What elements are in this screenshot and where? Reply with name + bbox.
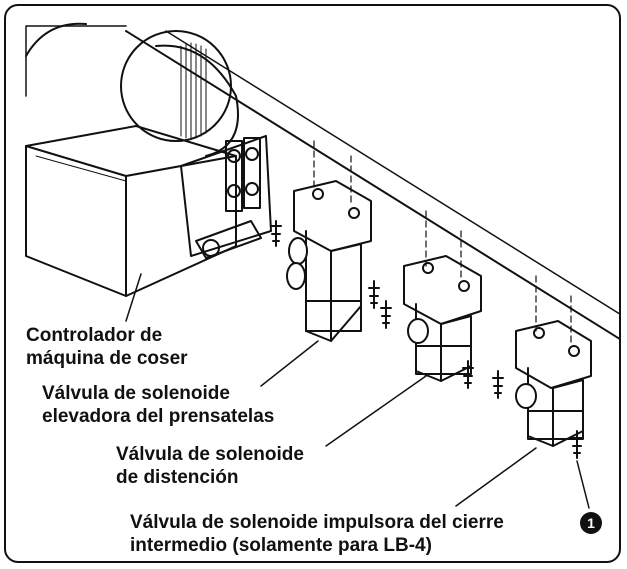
tension-valve-label-line1: Válvula de solenoide bbox=[116, 444, 304, 465]
mounting-plate bbox=[125, 30, 619, 340]
controller-label: Controlador de máquina de coser bbox=[26, 324, 188, 370]
intermediate-valve-label: Válvula de solenoide impulsora del cierr… bbox=[130, 511, 504, 557]
lifter-solenoid-valve-icon bbox=[286, 140, 372, 342]
intermediate-solenoid-valve-icon bbox=[515, 275, 592, 447]
screw-icon bbox=[380, 300, 474, 389]
callout-marker: 1 bbox=[580, 512, 602, 534]
lifter-valve-label: Válvula de solenoide elevadora del prens… bbox=[42, 382, 274, 428]
lifter-valve-label-line2: elevadora del prensatelas bbox=[42, 406, 275, 427]
intermediate-valve-label-line1: Válvula de solenoide impulsora del cierr… bbox=[130, 512, 504, 533]
tension-solenoid-valve-icon bbox=[403, 210, 482, 382]
diagram-frame: Controlador de máquina de coser Válvula … bbox=[4, 4, 621, 563]
sewing-machine-controller-icon bbox=[25, 22, 272, 297]
controller-label-line1: Controlador de bbox=[26, 325, 163, 346]
tension-valve-label: Válvula de solenoide de distención bbox=[116, 443, 304, 489]
tension-valve-label-line2: de distención bbox=[116, 467, 239, 488]
screw-icon bbox=[270, 220, 380, 309]
leader-lines bbox=[125, 273, 590, 509]
screw-icon bbox=[492, 370, 583, 459]
illustration bbox=[25, 22, 619, 509]
controller-label-line2: máquina de coser bbox=[26, 348, 188, 369]
intermediate-valve-label-line2: intermedio (solamente para LB-4) bbox=[130, 535, 432, 556]
lifter-valve-label-line1: Válvula de solenoide bbox=[42, 383, 230, 404]
